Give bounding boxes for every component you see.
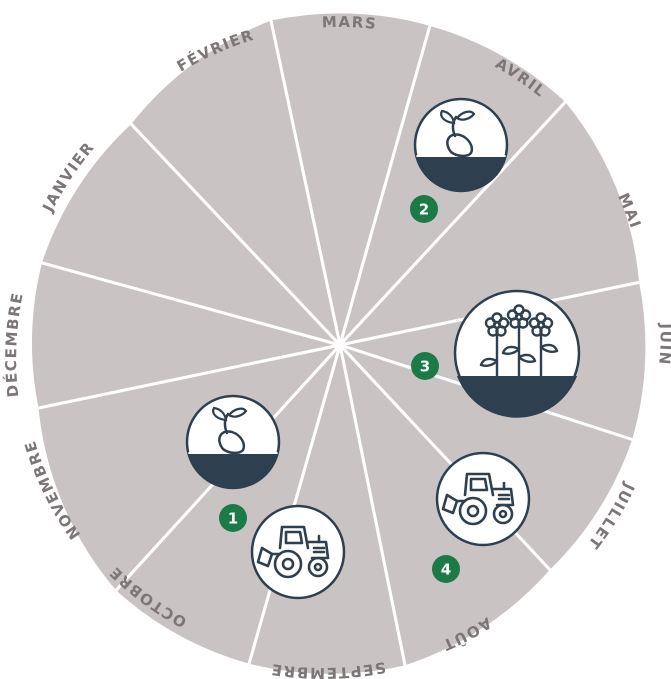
step-badges: 1 2 3 4	[219, 195, 460, 583]
flowers-icon	[453, 289, 581, 419]
step-badge-4: 4	[432, 555, 460, 583]
seedling-icon	[185, 394, 281, 490]
sector-decembre	[29, 260, 342, 410]
step-number: 1	[228, 510, 238, 528]
sector-octobre	[113, 343, 342, 667]
month-label-mars: MARS	[322, 13, 379, 33]
step-badge-2: 2	[410, 195, 438, 223]
sector-janvier	[39, 121, 342, 347]
month-label-juin: JUIN	[655, 322, 671, 366]
step-number: 3	[420, 358, 430, 376]
step-badge-1: 1	[219, 504, 247, 532]
sector-fevrier	[128, 17, 342, 347]
month-label-decembre: DÉCEMBRE	[1, 290, 27, 398]
tractor-icon	[250, 504, 346, 600]
tractor-icon	[435, 451, 531, 547]
sector-mai	[338, 99, 643, 347]
step-number: 4	[441, 561, 451, 579]
step-badge-3: 3	[411, 352, 439, 380]
month-label-septembre: SEPTEMBRE	[269, 658, 387, 679]
step-number: 2	[419, 201, 429, 219]
sector-mars	[269, 10, 432, 347]
seedling-icon	[413, 97, 509, 193]
